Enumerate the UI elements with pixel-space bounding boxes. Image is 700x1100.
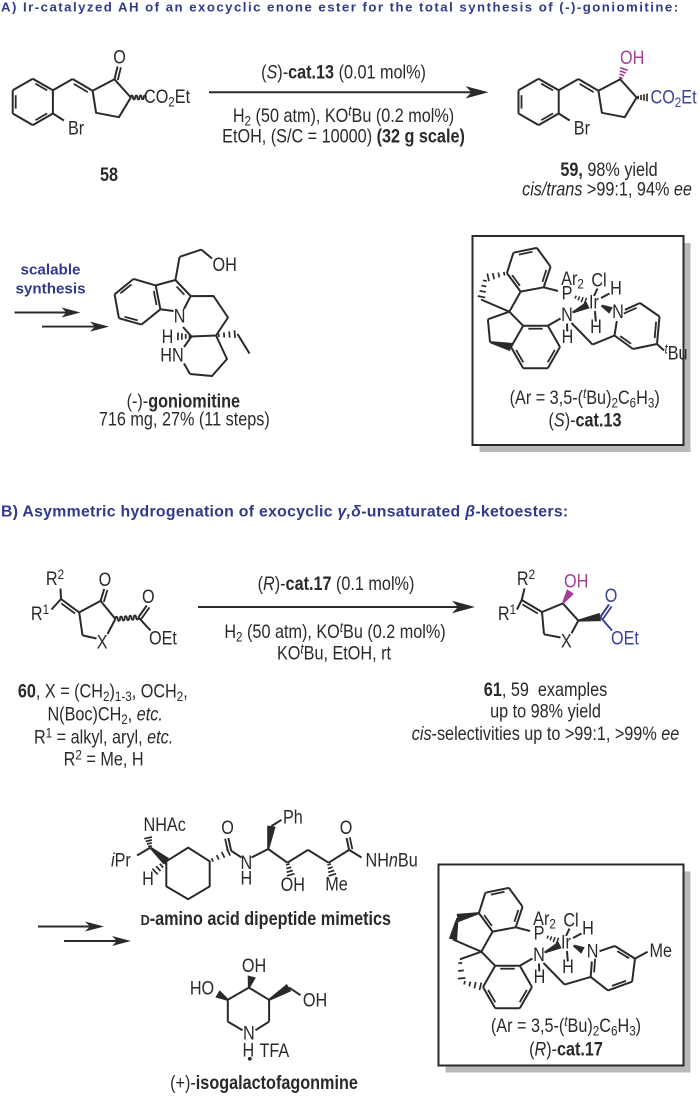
svg-text:(S)-cat.13 (0.01 mol%): (S)-cat.13 (0.01 mol%) <box>261 61 426 83</box>
svg-text:O: O <box>221 817 234 839</box>
svg-text:Br: Br <box>574 117 590 139</box>
svg-text:716 mg, 27% (11 steps): 716 mg, 27% (11 steps) <box>99 408 270 430</box>
svg-text:H: H <box>610 277 622 299</box>
svg-text:OH: OH <box>620 47 644 69</box>
svg-text:NHnBu: NHnBu <box>366 849 418 871</box>
svg-text:(R)-cat.17 (0.1 mol%): (R)-cat.17 (0.1 mol%) <box>258 573 415 595</box>
svg-text:(+)-isogalactofagonmine: (+)-isogalactofagonmine <box>170 1072 358 1094</box>
svg-text:O: O <box>605 585 618 607</box>
svg-text:Br: Br <box>68 117 84 139</box>
svg-text:OH: OH <box>303 989 327 1011</box>
svg-text:OEt: OEt <box>149 627 177 649</box>
svg-text:Me: Me <box>650 940 673 962</box>
svg-text:CO2Et: CO2Et <box>651 86 697 110</box>
svg-text:NHAc: NHAc <box>144 814 186 836</box>
svg-text:N: N <box>533 944 545 966</box>
svg-text:X: X <box>561 630 572 652</box>
svg-text:OEt: OEt <box>611 627 639 649</box>
svg-text:TFA: TFA <box>260 1040 290 1062</box>
svg-text:R1 = alkyl, aryl, etc.: R1 = alkyl, aryl, etc. <box>34 724 173 748</box>
svg-text:H: H <box>243 1039 255 1061</box>
svg-text:tBu: tBu <box>665 340 688 364</box>
svg-text:N: N <box>612 301 624 323</box>
svg-text:O: O <box>113 46 126 68</box>
svg-text:scalable: scalable <box>21 262 81 279</box>
svg-text:D-amino acid dipeptide mimetic: D-amino acid dipeptide mimetics <box>141 908 392 930</box>
svg-text:cis-selectivities up to >99:1,: cis-selectivities up to >99:1, >99% ee <box>412 723 680 745</box>
svg-text:EtOH, (S/C = 10000) (32 g scal: EtOH, (S/C = 10000) (32 g scale) <box>222 125 465 147</box>
svg-text:N: N <box>561 304 573 326</box>
svg-text:Ph: Ph <box>283 806 303 828</box>
svg-text:X: X <box>97 631 108 653</box>
svg-text:H: H <box>582 917 594 939</box>
svg-text:H: H <box>162 326 174 348</box>
svg-text:60, X = (CH2)1-3, OCH2,: 60, X = (CH2)1-3, OCH2, <box>18 680 188 704</box>
svg-text:N: N <box>587 940 599 962</box>
svg-text:CO2Et: CO2Et <box>144 86 190 110</box>
svg-text:59, 98% yield: 59, 98% yield <box>560 159 657 181</box>
svg-text:R2 = Me, H: R2 = Me, H <box>64 746 144 770</box>
svg-text:O: O <box>340 817 353 839</box>
svg-text:Me: Me <box>325 873 348 895</box>
svg-text:synthesis: synthesis <box>15 281 85 298</box>
svg-text:cis/trans >99:1, 94% ee: cis/trans >99:1, 94% ee <box>522 178 692 200</box>
svg-text:O: O <box>142 586 155 608</box>
svg-text:N(Boc)CH2, etc.: N(Boc)CH2, etc. <box>47 703 162 727</box>
svg-text:HN: HN <box>160 344 183 366</box>
svg-text:H2 (50 atm), KOtBu (0.2 mol%): H2 (50 atm), KOtBu (0.2 mol%) <box>224 619 445 645</box>
svg-text:O: O <box>99 569 112 591</box>
svg-text:OH: OH <box>213 254 237 276</box>
svg-text:up to 98% yield: up to 98% yield <box>490 700 601 722</box>
svg-text:R2: R2 <box>46 566 64 590</box>
svg-text:iPr: iPr <box>111 849 131 871</box>
svg-text:H: H <box>142 868 154 890</box>
svg-text:OH: OH <box>564 570 588 592</box>
svg-text:R1: R1 <box>31 601 49 625</box>
svg-text:(S)-cat.13: (S)-cat.13 <box>549 409 622 431</box>
svg-text:KOtBu, EtOH, rt: KOtBu, EtOH, rt <box>277 640 391 664</box>
svg-text:Cl: Cl <box>591 269 606 291</box>
svg-text:P: P <box>534 922 545 944</box>
svg-text:H: H <box>240 867 252 889</box>
svg-text:Cl: Cl <box>563 909 578 931</box>
svg-text:R2: R2 <box>517 566 535 590</box>
svg-text:HO: HO <box>190 977 214 999</box>
svg-text:58: 58 <box>100 164 118 186</box>
svg-text:B) Asymmetric hydrogenation of: B) Asymmetric hydrogenation of exocyclic… <box>1 504 568 521</box>
svg-text:OH: OH <box>281 874 305 896</box>
svg-text:A) Ir-catalyzed AH of an exocy: A) Ir-catalyzed AH of an exocyclic enone… <box>1 0 680 15</box>
svg-text:OH: OH <box>242 955 266 977</box>
svg-text:N: N <box>174 305 186 327</box>
svg-text:61, 59 examples: 61, 59 examples <box>484 679 607 701</box>
svg-text:P: P <box>562 282 573 304</box>
svg-text:(R)-cat.17: (R)-cat.17 <box>529 1038 603 1060</box>
svg-text:R1: R1 <box>498 601 516 625</box>
